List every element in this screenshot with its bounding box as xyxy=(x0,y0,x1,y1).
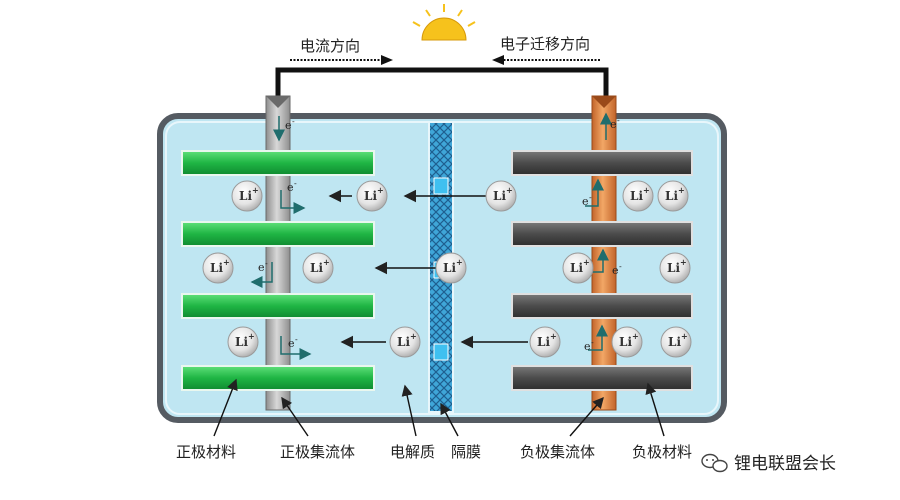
electron: e- xyxy=(258,259,268,274)
ion-symbol: Li xyxy=(239,189,252,203)
ion-symbol: Li xyxy=(630,189,643,203)
electron-charge: - xyxy=(617,116,620,125)
label-pointers xyxy=(213,378,665,437)
ion-symbol: Li xyxy=(493,189,506,203)
lithium-ion: Li+ xyxy=(202,252,234,284)
ion-charge: + xyxy=(456,257,463,267)
ion-charge: + xyxy=(248,331,255,341)
lithium-ions: Li+Li+Li+Li+Li+Li+Li+Li+Li+Li+Li+Li+Li+L… xyxy=(202,180,692,358)
ion-symbol: Li xyxy=(397,335,410,349)
electron: e- xyxy=(584,338,594,353)
lithium-ion: Li+ xyxy=(389,326,421,358)
electron-paths xyxy=(250,112,612,360)
ion-symbol: Li xyxy=(210,261,223,275)
lithium-ion: Li+ xyxy=(231,180,263,212)
electron-symbol: e xyxy=(285,119,292,132)
ion-charge: + xyxy=(681,331,688,341)
lithium-ion: Li+ xyxy=(485,180,517,212)
anode-collector xyxy=(591,95,617,411)
electron-charge: - xyxy=(294,179,297,188)
ion-symbol: Li xyxy=(443,261,456,275)
ion-charge: + xyxy=(323,257,330,267)
lithium-ion: Li+ xyxy=(659,252,691,284)
electron: e- xyxy=(285,117,295,132)
electron: e- xyxy=(288,335,298,350)
ion-charge: + xyxy=(583,257,590,267)
electron-charge: - xyxy=(295,335,298,344)
electron: e- xyxy=(610,116,620,131)
electron-charge: - xyxy=(292,117,295,126)
watermark-text: 锂电联盟会长 xyxy=(734,454,836,474)
electron-symbol: e xyxy=(288,337,295,350)
current-direction-label: 电流方向 xyxy=(300,37,360,55)
lithium-ion: Li+ xyxy=(562,252,594,284)
electron: e- xyxy=(612,262,622,277)
cathode-material-bars xyxy=(181,150,375,391)
watermark: 锂电联盟会长 xyxy=(701,453,836,474)
lithium-ion: Li+ xyxy=(435,252,467,284)
ion-charge: + xyxy=(377,185,384,195)
cathode-collector-label: 正极集流体 xyxy=(280,443,355,461)
ion-symbol: Li xyxy=(570,261,583,275)
electrolyte-label: 电解质 xyxy=(390,443,435,461)
electron-charge: - xyxy=(589,193,592,202)
ion-symbol: Li xyxy=(668,335,681,349)
electron-charge: - xyxy=(591,338,594,347)
electron-symbol: e xyxy=(610,118,617,131)
ion-symbol: Li xyxy=(665,189,678,203)
sun-icon xyxy=(412,4,476,41)
ion-charge: + xyxy=(550,331,557,341)
ion-charge: + xyxy=(680,257,687,267)
lithium-ion: Li+ xyxy=(356,180,388,212)
lithium-ion: Li+ xyxy=(660,326,692,358)
electron-symbol: e xyxy=(584,340,591,353)
electron-charge: - xyxy=(265,259,268,268)
ion-charge: + xyxy=(643,185,650,195)
cathode-material-label: 正极材料 xyxy=(176,443,236,461)
wechat-icon xyxy=(701,453,728,473)
electron-symbol: e xyxy=(287,181,294,194)
cathode-collector xyxy=(265,95,291,411)
electron-direction-arrow xyxy=(492,55,600,65)
separator-label: 隔膜 xyxy=(451,443,481,461)
external-circuit-wire xyxy=(275,67,609,98)
electron-symbol: e xyxy=(258,261,265,274)
ion-charge: + xyxy=(410,331,417,341)
lithium-ion: Li+ xyxy=(529,326,561,358)
anode-material-label: 负极材料 xyxy=(632,443,692,461)
ion-symbol: Li xyxy=(235,335,248,349)
lithium-ion: Li+ xyxy=(227,326,259,358)
electron-direction-label: 电子迁移方向 xyxy=(500,35,590,53)
lithium-ion: Li+ xyxy=(622,180,654,212)
electron-labels: e-e-e-e-e-e-e-e- xyxy=(258,116,622,353)
ion-charge: + xyxy=(252,185,259,195)
electron-symbol: e xyxy=(582,195,589,208)
ion-symbol: Li xyxy=(364,189,377,203)
electron: e- xyxy=(287,179,297,194)
electron-symbol: e xyxy=(612,264,619,277)
ion-charge: + xyxy=(506,185,513,195)
ion-charge: + xyxy=(632,331,639,341)
anode-collector-label: 负极集流体 xyxy=(520,443,595,461)
current-direction-arrow xyxy=(290,55,393,65)
ion-charge: + xyxy=(678,185,685,195)
lithium-ion: Li+ xyxy=(611,326,643,358)
anode-material-bars xyxy=(511,150,693,391)
ion-migration-arrows xyxy=(328,189,528,349)
lithium-ion: Li+ xyxy=(657,180,689,212)
lithium-ion: Li+ xyxy=(302,252,334,284)
ion-charge: + xyxy=(223,257,230,267)
electron: e- xyxy=(582,193,592,208)
ion-symbol: Li xyxy=(537,335,550,349)
electron-charge: - xyxy=(619,262,622,271)
ion-symbol: Li xyxy=(619,335,632,349)
ion-symbol: Li xyxy=(667,261,680,275)
ion-symbol: Li xyxy=(310,261,323,275)
